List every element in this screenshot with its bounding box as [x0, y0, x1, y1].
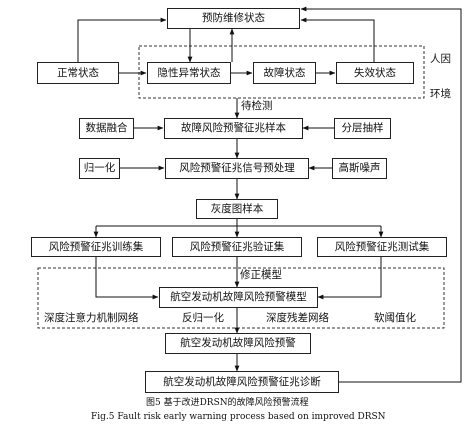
- arrow-test-to-model: [317, 257, 382, 300]
- signal-preprocess-box: 风险预警征兆信号预处理: [165, 158, 309, 179]
- validation-set-box: 风险预警征兆验证集: [172, 237, 302, 257]
- figure-caption-cn: 图5 基于改进DRSN的故障风险预警流程: [146, 398, 309, 408]
- figure-caption-en: Fig.5 Fault risk early warning process b…: [91, 412, 386, 422]
- branch-gray-to-sets: [96, 219, 381, 227]
- pending-detection-label: 待检测: [241, 100, 273, 112]
- attention-network-label: 深度注意力机制网络: [44, 312, 139, 324]
- symptom-diagnosis-box: 航空发动机故障风险预警征兆诊断: [145, 371, 339, 393]
- data-fusion-box: 数据融合: [79, 118, 134, 139]
- failure-state-box: 失效状态: [336, 62, 414, 84]
- test-set-box: 风险预警征兆测试集: [317, 237, 447, 257]
- human-factor-label: 人因: [430, 53, 451, 65]
- correct-model-label: 修正模型: [240, 269, 282, 281]
- layered-sampling-box: 分层抽样: [334, 118, 391, 139]
- engine-warning-box: 航空发动机故障风险预警: [165, 333, 311, 354]
- human-env-region: [138, 45, 425, 99]
- gaussian-noise-box: 高斯噪声: [332, 158, 387, 179]
- warning-model-box: 航空发动机故障风险预警模型: [159, 287, 318, 308]
- latent-abnormal-box: 隐性异常状态: [147, 62, 231, 84]
- normalize-box: 归一化: [79, 158, 120, 179]
- training-set-box: 风险预警征兆训练集: [31, 237, 161, 257]
- arrow-normal-to-preventive: [77, 17, 167, 62]
- normal-state-box: 正常状态: [37, 62, 119, 84]
- arrow-failure-to-preventive: [300, 17, 375, 62]
- fault-state-box: 故障状态: [253, 62, 316, 84]
- grayscale-sample-box: 灰度图样本: [196, 199, 278, 219]
- preventive-maintenance-box: 预防维修状态: [167, 8, 300, 29]
- soft-threshold-label: 软阈值化: [374, 312, 416, 324]
- risk-sample-box: 故障风险预警征兆样本: [164, 118, 303, 139]
- environment-label: 环境: [430, 88, 451, 100]
- inverse-normalize-label: 反归一化: [182, 312, 224, 324]
- residual-network-label: 深度残差网络: [266, 312, 329, 324]
- arrow-diagnosis-feedback: [300, 6, 462, 383]
- arrow-train-to-model: [95, 257, 159, 300]
- model-region: [37, 267, 445, 329]
